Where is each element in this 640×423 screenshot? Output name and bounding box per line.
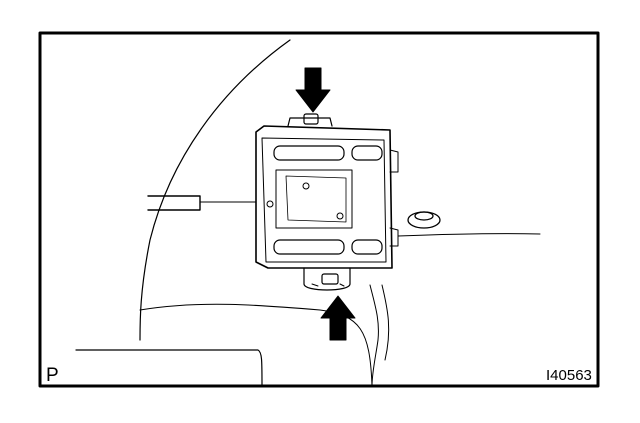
panel-edge-right	[369, 284, 379, 387]
panel-outline	[139, 39, 291, 341]
panel-edge-right-2	[381, 284, 390, 361]
ecu-module	[255, 113, 399, 291]
base-plate	[75, 349, 263, 387]
side-line	[397, 233, 541, 237]
figure-id-label: I40563	[546, 367, 592, 384]
down-arrow	[295, 67, 331, 113]
cable	[147, 195, 201, 211]
figure-frame	[38, 31, 600, 388]
panel-inner-line	[139, 303, 373, 387]
up-arrow	[320, 295, 356, 341]
grommet	[407, 211, 441, 229]
corner-code-label: P	[46, 365, 59, 386]
